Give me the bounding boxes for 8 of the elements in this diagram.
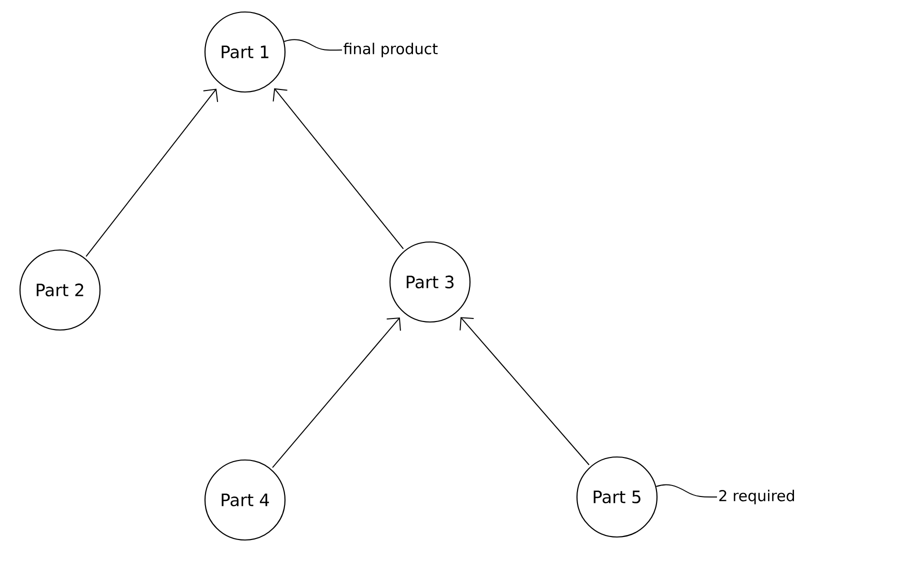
leader-line [656,484,718,498]
arrow [272,88,404,250]
annotation-text: final product [344,42,438,58]
arrow [460,317,590,466]
annotation-text: 2 required [719,490,794,504]
arrow [272,317,401,468]
leader-line [284,39,342,51]
arrow [86,88,218,257]
